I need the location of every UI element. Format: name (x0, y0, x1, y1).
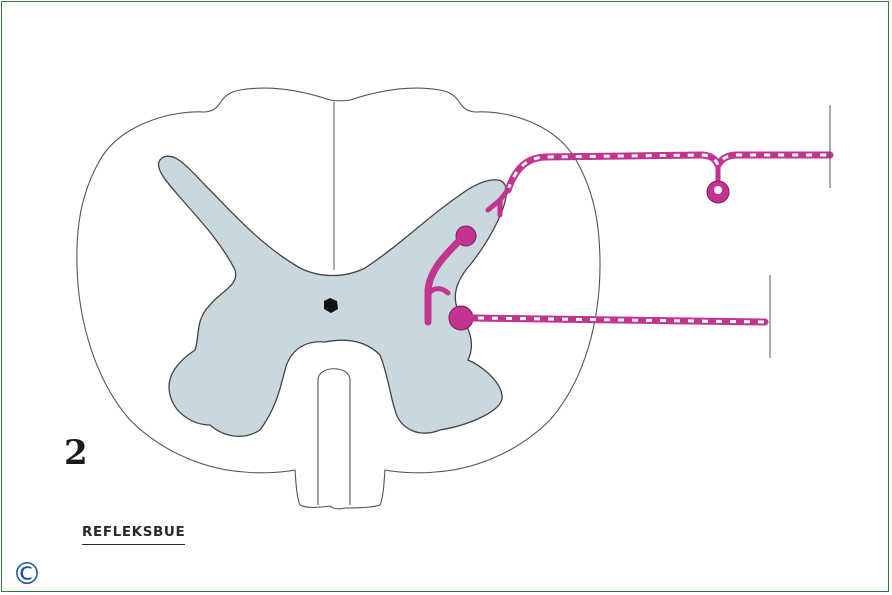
copyright-icon: © (12, 560, 42, 590)
anterior-median-fissure (318, 369, 350, 505)
figure-caption: REFLEKSBUE (82, 524, 185, 545)
sensory-neuron-nucleus (714, 186, 722, 194)
figure-number: 2 (64, 436, 88, 470)
